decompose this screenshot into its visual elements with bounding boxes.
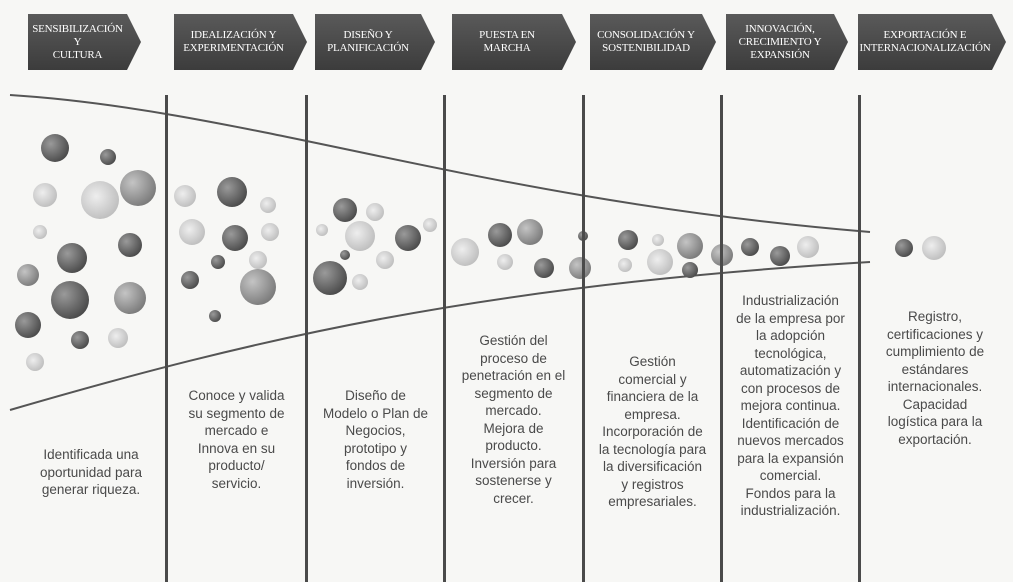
stage-header-label: SENSIBILIZACIÓN Y CULTURA (32, 22, 123, 61)
stage-header-label: EXPORTACIÓN E INTERNACIONALIZACIÓN (859, 29, 991, 54)
funnel-bubble (316, 224, 328, 236)
stage-header-1: SENSIBILIZACIÓN Y CULTURA (28, 14, 141, 70)
funnel-bubble (451, 238, 479, 266)
stage-description-3: Diseño de Modelo o Plan de Negocios, pro… (322, 388, 429, 491)
funnel-top-curve (9, 94, 871, 233)
funnel-bubble (179, 219, 205, 245)
stage-header-3: DISEÑO Y PLANIFICACIÓN (315, 14, 435, 70)
funnel-bubble (618, 258, 632, 272)
funnel-bubble (366, 203, 384, 221)
funnel-bubble (15, 312, 41, 338)
funnel-bubble (618, 230, 638, 250)
column-divider (858, 95, 861, 582)
funnel-bubble (71, 331, 89, 349)
funnel-bubble (345, 221, 375, 251)
funnel-bubble (770, 246, 790, 266)
stage-header-label: PUESTA EN MARCHA (479, 29, 535, 54)
funnel-bubble (647, 249, 673, 275)
funnel-bubble (33, 225, 47, 239)
funnel-bubble (100, 149, 116, 165)
stage-header-6: INNOVACIÓN, CRECIMIENTO Y EXPANSIÓN (726, 14, 848, 70)
stage-description-4: Gestión del proceso de penetración en el… (461, 333, 566, 506)
funnel-bubble (333, 198, 357, 222)
funnel-bubble (313, 261, 347, 295)
funnel-bubble (922, 236, 946, 260)
funnel-bubble (741, 238, 759, 256)
stage-description-2: Conoce y valida su segmento de mercado e… (188, 388, 285, 491)
funnel-bubble (395, 225, 421, 251)
funnel-bubble (682, 262, 698, 278)
funnel-bubble (423, 218, 437, 232)
stage-header-label: DISEÑO Y PLANIFICACIÓN (327, 29, 409, 54)
funnel-bubble (174, 185, 196, 207)
funnel-bubble (217, 177, 247, 207)
stage-header-label: INNOVACIÓN, CRECIMIENTO Y EXPANSIÓN (738, 22, 822, 61)
funnel-bubble (517, 219, 543, 245)
funnel-bubble (261, 223, 279, 241)
funnel-bottom-curve (9, 261, 871, 411)
stage-header-label: CONSOLIDACIÓN Y SOSTENIBILIDAD (597, 29, 695, 54)
funnel-bubble (569, 257, 591, 279)
stage-description-6: Industrialización de la empresa por la a… (736, 293, 845, 518)
column-divider (582, 95, 585, 582)
funnel-bubble (240, 269, 276, 305)
funnel-bubble (797, 236, 819, 258)
funnel-bubble (652, 234, 664, 246)
funnel-bubble (118, 233, 142, 257)
funnel-bubble (260, 197, 276, 213)
funnel-bubble (33, 183, 57, 207)
column-divider (305, 95, 308, 582)
funnel-bubble (209, 310, 221, 322)
funnel-bubble (340, 250, 350, 260)
funnel-bubble (497, 254, 513, 270)
funnel-bubble (120, 170, 156, 206)
stage-header-4: PUESTA EN MARCHA (452, 14, 576, 70)
stage-header-5: CONSOLIDACIÓN Y SOSTENIBILIDAD (590, 14, 716, 70)
funnel-bubble (57, 243, 87, 273)
stage-header-label: IDEALIZACIÓN Y EXPERIMENTACIÓN (183, 29, 284, 54)
stage-description-7: Registro, certificaciones y cumplimiento… (885, 309, 985, 447)
funnel-bubble (222, 225, 248, 251)
column-divider (443, 95, 446, 582)
stage-description-1: Identificada una oportunidad para genera… (39, 447, 143, 497)
funnel-bubble (249, 251, 267, 269)
funnel-bubble (81, 181, 119, 219)
stage-header-2: IDEALIZACIÓN Y EXPERIMENTACIÓN (174, 14, 307, 70)
stage-header-7: EXPORTACIÓN E INTERNACIONALIZACIÓN (858, 14, 1006, 70)
stage-description-5: Gestión comercial y financiera de la emp… (598, 354, 707, 509)
funnel-bubble (114, 282, 146, 314)
funnel-bubble (108, 328, 128, 348)
funnel-bubble (352, 274, 368, 290)
column-divider (720, 95, 723, 582)
funnel-bubble (41, 134, 69, 162)
funnel-bubble (51, 281, 89, 319)
funnel-bubble (488, 223, 512, 247)
funnel-bubble (17, 264, 39, 286)
funnel-bubble (181, 271, 199, 289)
funnel-bubble (677, 233, 703, 259)
funnel-bubble (534, 258, 554, 278)
column-divider (165, 95, 168, 582)
funnel-bubble (895, 239, 913, 257)
funnel-bubble (376, 251, 394, 269)
funnel-bubble (26, 353, 44, 371)
funnel-bubble (211, 255, 225, 269)
